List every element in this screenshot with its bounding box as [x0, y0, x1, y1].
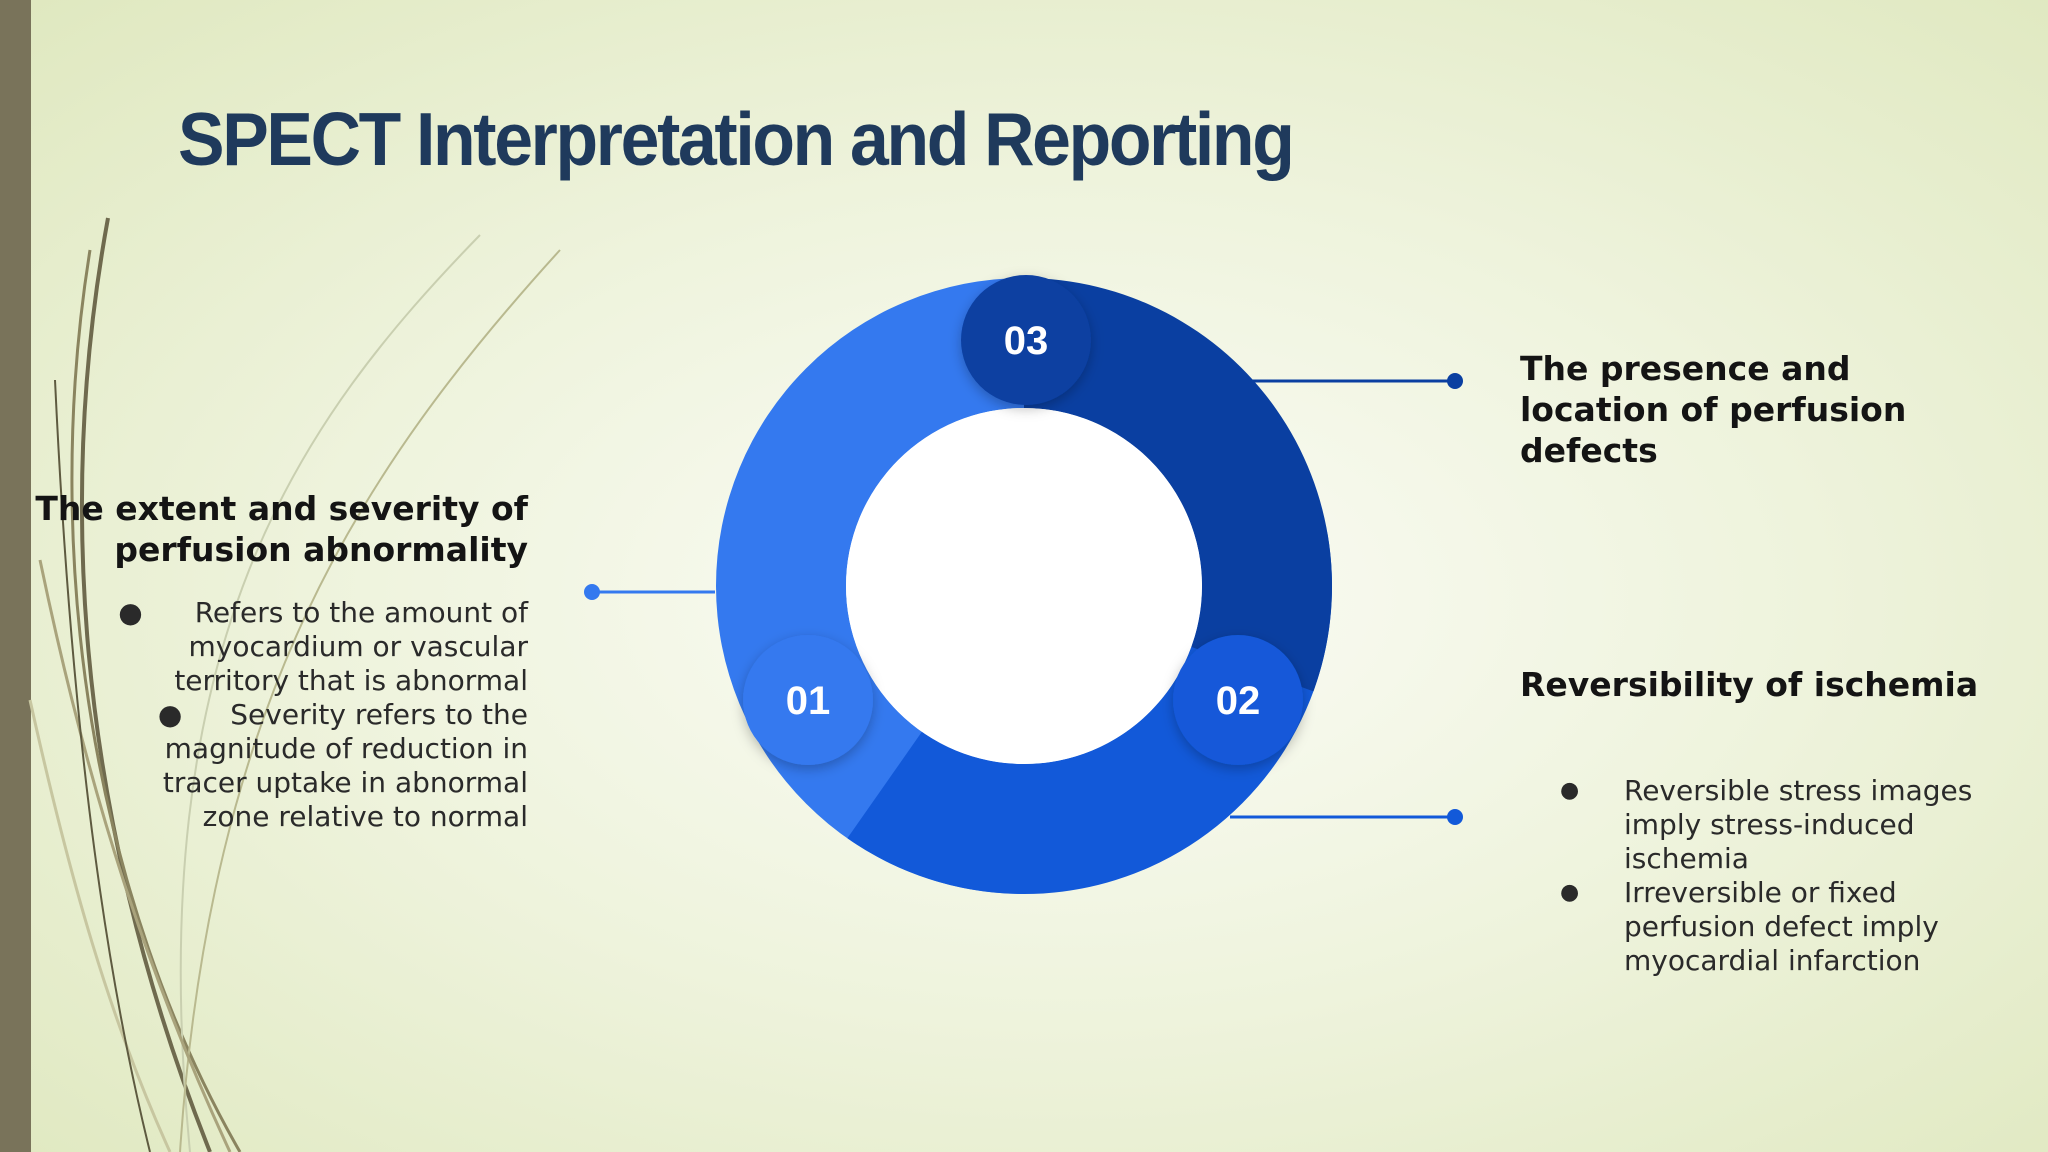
segment-number-01: 01	[786, 679, 831, 723]
left-line-4: ●Severity refers to the	[157, 698, 528, 731]
connector-dot-1	[584, 584, 600, 600]
left-heading: The extent and severity of perfusion abn…	[35, 489, 528, 569]
left-line-2: myocardium or vascular	[188, 630, 528, 663]
side-accent-bar	[0, 0, 31, 1152]
left-line-1: ●Refers to the amount of	[118, 596, 528, 629]
left-line-6: tracer uptake in abnormal	[162, 766, 528, 799]
bullet-dot-icon: ●	[1560, 778, 1580, 803]
ring-hole	[846, 408, 1202, 764]
left-line-7: zone relative to normal	[202, 800, 528, 833]
right-bullet-2: ●Irreversible or fixed perfusion defect …	[1560, 876, 1939, 977]
right-bullet-1: ●Reversible stress images imply stress-i…	[1560, 774, 1973, 875]
right-top-heading: The presence and location of perfusion d…	[1520, 349, 1907, 470]
slide-title: SPECT Interpretation and Reporting	[178, 97, 1295, 181]
right-bullet-list: ●Reversible stress images imply stress-i…	[1560, 774, 1980, 978]
bullet-dot-icon: ●	[1560, 880, 1580, 905]
left-line-3: territory that is abnormal	[174, 664, 528, 697]
bullet-dot-icon: ●	[118, 596, 143, 629]
connector-dot-3	[1447, 809, 1463, 825]
ring-cap-01	[743, 635, 873, 765]
ring-cap-03	[961, 275, 1091, 405]
right-bottom-heading: Reversibility of ischemia	[1520, 665, 1979, 704]
connector-dot-2	[1447, 373, 1463, 389]
bullet-dot-icon: ●	[157, 698, 183, 731]
left-bullet-text: ●Refers to the amount of myocardium or v…	[58, 596, 528, 834]
segment-number-02: 02	[1216, 679, 1261, 723]
ring-segment-03	[1024, 278, 1333, 692]
left-line-5: magnitude of reduction in	[164, 732, 528, 765]
segment-number-03: 03	[1004, 319, 1049, 363]
ring-cap-02	[1173, 635, 1303, 765]
